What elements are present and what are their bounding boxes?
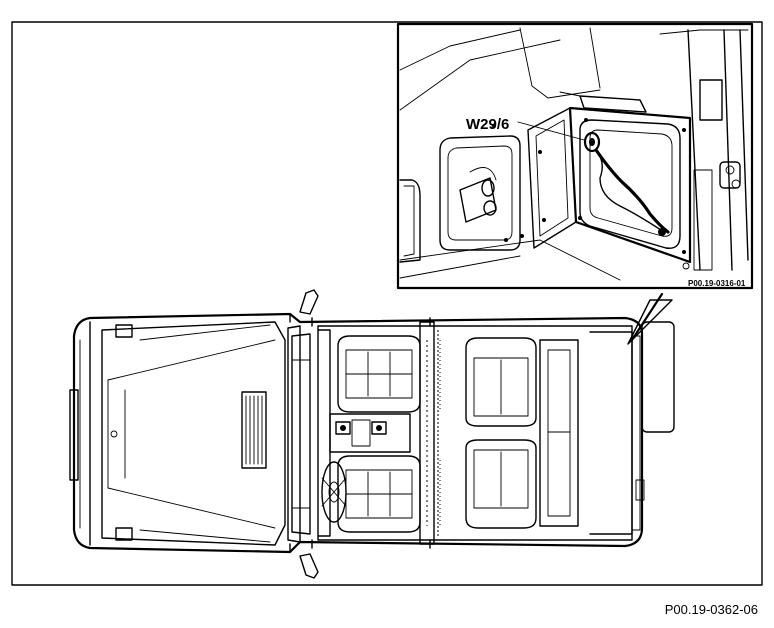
hood [101,321,286,546]
spare-wheel [641,321,675,433]
front-seat-bottom [337,455,421,533]
detail-inset: W29/6 P00.19-0316-01 [396,22,754,290]
steering-wheel [321,461,347,523]
inset-frame [396,22,754,290]
label-leader [517,121,585,141]
cabin-interior [317,325,633,541]
inset-reference-code: P00.19-0316-01 [688,279,746,288]
headlight-top [115,324,133,338]
mirror-bottom [299,553,319,579]
vehicle-top-view [69,289,675,579]
component-label: W29/6 [466,116,509,133]
access-hatch [527,91,692,264]
rear-seat-bottom [465,439,537,529]
rear-seat-top [465,337,537,427]
windshield-frame [287,325,301,543]
figure-frame [11,21,763,586]
center-console [329,413,411,453]
front-seat-top [337,335,421,413]
left-panel-recess [439,135,521,251]
callout-leader [630,292,664,342]
mirror-top [299,289,319,315]
roll-bar [419,321,439,545]
figure-id: P00.19-0362-06 [665,602,758,617]
headlight-bottom [115,527,133,541]
hood-vent [241,391,267,469]
wiring-harness-w29-6 [583,131,670,236]
